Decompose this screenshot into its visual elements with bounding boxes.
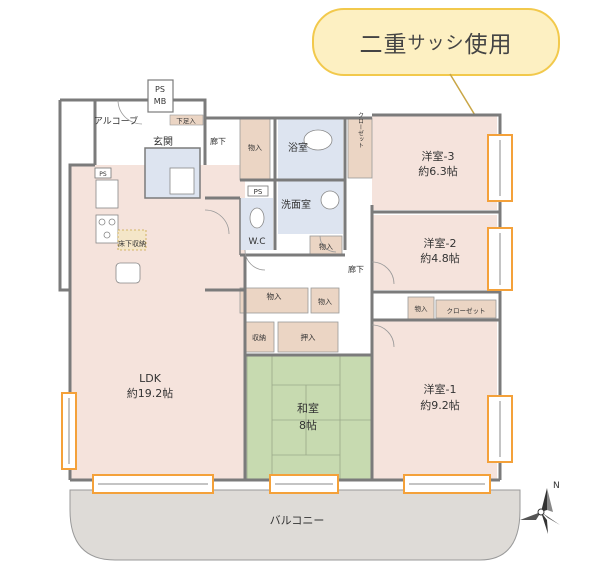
washitsu-room xyxy=(246,354,373,481)
monoire-label-1: 物入 xyxy=(248,143,262,152)
monoire-label-3: 物入 xyxy=(318,297,332,306)
oshiire-storage xyxy=(277,321,339,353)
shoe-cabinet xyxy=(169,167,195,195)
fridge-space xyxy=(95,179,119,209)
callout-text-1: 二重 xyxy=(359,32,408,58)
ps-kitchen-box xyxy=(94,167,112,179)
callout-text-3: 使用 xyxy=(464,32,513,58)
underfloor-storage xyxy=(117,229,147,251)
ps-label: PS xyxy=(254,188,263,196)
monoire-label-2: 物入 xyxy=(267,291,282,301)
roka-label-1: 廊下 xyxy=(210,136,226,146)
washitsu-size: 8帖 xyxy=(299,419,317,432)
washitsu-name: 和室 xyxy=(297,401,319,415)
genkan-label: 玄関 xyxy=(153,135,173,148)
ps-mb-label-1: PS xyxy=(155,85,165,94)
bathtub-icon xyxy=(303,129,333,151)
yoshitsu2-size: 約4.8帖 xyxy=(420,251,460,265)
yoshitsu3-room xyxy=(372,115,497,210)
ps-box xyxy=(247,185,269,197)
closet-label-1: クローゼット xyxy=(357,112,364,148)
stove-icon xyxy=(95,214,119,244)
bath-label: 浴室 xyxy=(288,141,308,154)
yoshitsu1-room xyxy=(372,320,497,480)
yoshitsu1-size: 約9.2帖 xyxy=(420,398,460,412)
yoshitsu3-size: 約6.3帖 xyxy=(418,164,458,178)
double-sash-windows xyxy=(61,134,513,494)
closet-storage-2 xyxy=(435,299,497,319)
alcove-label: アルコーブ xyxy=(94,115,138,127)
wc-label: W.C xyxy=(248,237,265,247)
toilet-icon xyxy=(249,207,265,229)
compass-icon: N xyxy=(520,481,560,534)
shuno-label: 収納 xyxy=(252,333,266,342)
roka-label-2: 廊下 xyxy=(348,264,364,274)
balcony-label: バルコニー xyxy=(270,514,325,527)
ps-mb-label-2: MB xyxy=(154,97,166,106)
double-sash-callout: 二重 サッシ 使用 xyxy=(312,8,560,76)
balcony xyxy=(69,489,521,561)
yoshitsu3-name: 洋室-3 xyxy=(422,149,455,163)
monoire-storage-3 xyxy=(310,287,340,314)
shita-storage xyxy=(169,114,204,126)
callout-text-2: サッシ xyxy=(407,33,465,54)
underfloor-storage-label: 床下収納 xyxy=(118,239,146,248)
ps-mb-box xyxy=(147,79,174,113)
shita-label: 下足入 xyxy=(176,117,196,125)
monoire-label-5: 物入 xyxy=(415,304,429,313)
ldk-name: LDK xyxy=(139,372,162,385)
inner-walls xyxy=(144,147,241,255)
yoshitsu2-name: 洋室-2 xyxy=(424,236,457,250)
ldk-size: 約19.2帖 xyxy=(127,386,174,400)
yoshitsu1-name: 洋室-1 xyxy=(424,382,457,396)
monoire-label-4: 物入 xyxy=(319,242,333,251)
washbasin-icon xyxy=(320,190,340,210)
kitchen-sink-icon xyxy=(115,262,141,284)
door-swings xyxy=(117,99,395,348)
monoire-storage-2 xyxy=(239,287,309,314)
closet-label-2: クローゼット xyxy=(447,306,486,315)
washroom-label: 洗面室 xyxy=(281,198,311,211)
oshiire-label: 押入 xyxy=(301,332,316,342)
monoire-storage-1 xyxy=(239,117,271,181)
compass-north-label: N xyxy=(553,481,560,491)
ps-kitchen-label: PS xyxy=(99,171,107,178)
closet-storage-1 xyxy=(347,117,373,179)
